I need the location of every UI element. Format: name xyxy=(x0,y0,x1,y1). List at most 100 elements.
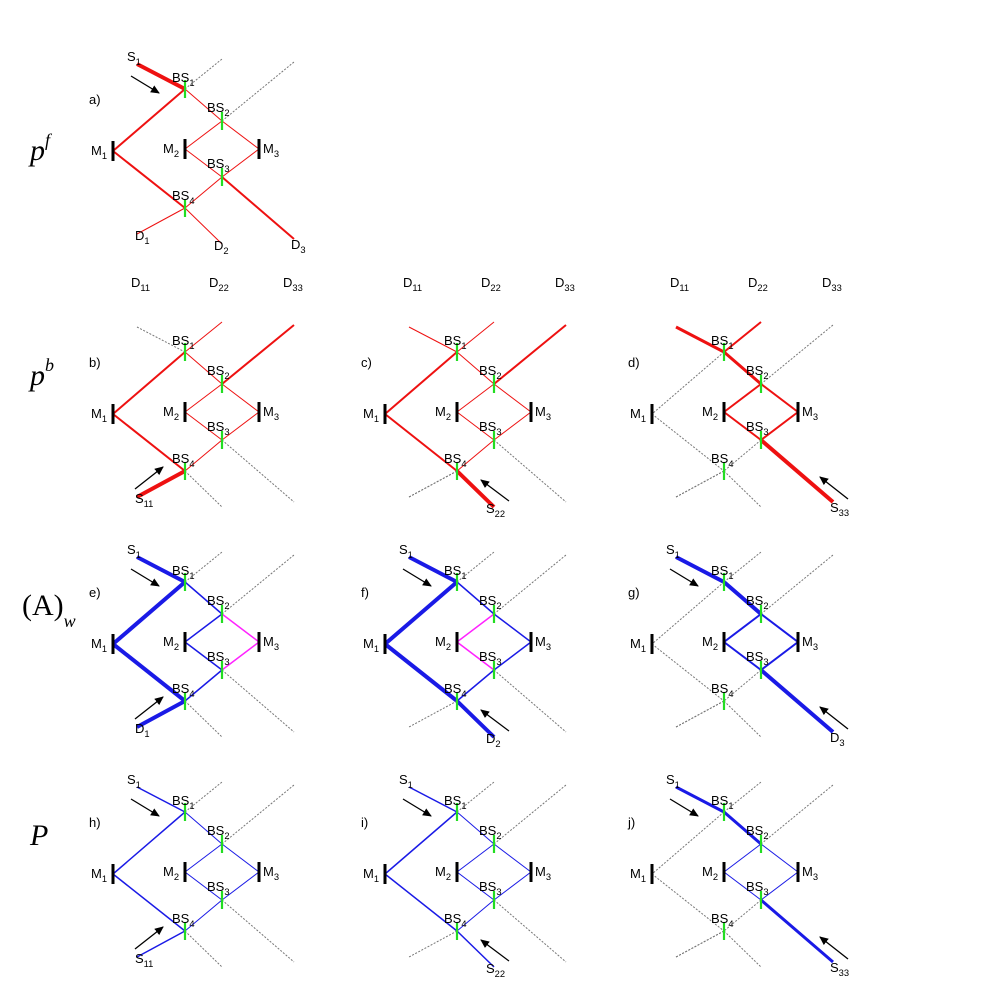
beam-m2b3 xyxy=(456,871,495,901)
beam-d2 xyxy=(184,207,223,245)
row-label-2: pb xyxy=(28,355,54,392)
port-label-s1: S1 xyxy=(127,49,141,67)
label-bs3: BS3 xyxy=(746,649,769,667)
beam-ne2 xyxy=(760,554,834,615)
beam-b2m2 xyxy=(184,383,223,413)
beam-b1m1 xyxy=(384,351,458,415)
label-bs4: BS4 xyxy=(172,681,195,699)
input-arrow xyxy=(480,479,510,502)
beam-b1m1 xyxy=(384,811,458,875)
beam-ne2 xyxy=(493,324,567,385)
beam-b2m3 xyxy=(221,120,260,150)
label-m2: M2 xyxy=(702,404,718,422)
beam-b2m2 xyxy=(184,120,223,150)
beam-b2m2 xyxy=(723,613,762,643)
beam-b3b4 xyxy=(184,669,223,702)
input-arrow xyxy=(402,568,432,587)
beam-ne2 xyxy=(760,784,834,845)
beam-b1b2 xyxy=(722,580,763,616)
beam-b2m2 xyxy=(184,613,223,643)
beam-d1 xyxy=(675,930,725,958)
beam-m3b3 xyxy=(221,148,260,178)
beam-b3d3 xyxy=(759,438,835,504)
label-bs2: BS2 xyxy=(207,100,230,118)
input-arrow xyxy=(819,936,849,960)
port-label-d33: D33 xyxy=(822,275,842,293)
label-bs1: BS1 xyxy=(172,70,195,88)
beam-b1m1 xyxy=(651,581,725,645)
beam-s1 xyxy=(408,786,458,813)
beam-s2 xyxy=(136,699,186,729)
input-arrow xyxy=(669,568,699,587)
beam-m1b4 xyxy=(112,413,186,472)
label-bs2: BS2 xyxy=(207,363,230,381)
beam-b3d3 xyxy=(493,899,567,963)
beam-b3b4 xyxy=(723,899,762,932)
beam-ne2 xyxy=(760,324,834,385)
beam-b3b4 xyxy=(456,899,495,932)
input-arrow xyxy=(480,709,510,732)
label-bs3: BS3 xyxy=(746,879,769,897)
label-m1: M1 xyxy=(91,143,107,161)
beam-b3b4 xyxy=(184,176,223,209)
beam-ne2 xyxy=(221,554,295,615)
label-bs2: BS2 xyxy=(479,823,502,841)
beam-b2m2 xyxy=(456,843,495,873)
port-label-s33: S33 xyxy=(830,500,849,518)
label-m3: M3 xyxy=(802,634,818,652)
panel-label: j) xyxy=(627,815,635,830)
label-bs1: BS1 xyxy=(172,793,195,811)
beam-b2m3 xyxy=(760,613,799,643)
beam-m3b3 xyxy=(221,641,260,671)
label-bs4: BS4 xyxy=(444,451,467,469)
beam-m1b4 xyxy=(651,643,725,702)
beam-m3b3 xyxy=(760,411,799,441)
panel-label: i) xyxy=(361,815,368,830)
input-arrow xyxy=(134,696,164,720)
label-bs1: BS1 xyxy=(172,563,195,581)
beam-b1b2 xyxy=(456,581,495,615)
beam-b3d3 xyxy=(221,669,295,733)
panel-label: e) xyxy=(89,585,101,600)
label-m3: M3 xyxy=(535,864,551,882)
beam-b1b2 xyxy=(184,351,223,385)
beam-ne1 xyxy=(184,321,223,353)
label-bs2: BS2 xyxy=(479,363,502,381)
beam-b1m1 xyxy=(651,351,725,415)
beam-ne2 xyxy=(221,61,295,122)
beam-s1 xyxy=(675,555,725,584)
panel-label: d) xyxy=(628,355,640,370)
beam-m2b3 xyxy=(723,871,762,901)
beam-m1b4 xyxy=(384,413,458,472)
beam-b2m3 xyxy=(760,383,799,413)
beam-m2b3 xyxy=(184,871,223,901)
label-m1: M1 xyxy=(363,636,379,654)
label-bs3: BS3 xyxy=(207,649,230,667)
beam-m1b4 xyxy=(112,150,186,209)
port-label-d33: D33 xyxy=(555,275,575,293)
beam-m2b3 xyxy=(184,411,223,441)
port-label-s1: S1 xyxy=(127,772,141,790)
beam-b2m2 xyxy=(184,843,223,873)
port-label-d1: D1 xyxy=(135,228,150,246)
input-arrow xyxy=(130,568,160,587)
beam-d2 xyxy=(723,930,762,968)
beam-d1 xyxy=(408,930,458,958)
label-bs2: BS2 xyxy=(479,593,502,611)
port-label-s22: S22 xyxy=(486,501,505,519)
beam-d1 xyxy=(675,470,725,498)
label-bs4: BS4 xyxy=(172,451,195,469)
beam-m2b3 xyxy=(456,411,495,441)
row-label-3: (A)w xyxy=(22,589,76,631)
beam-b3d3 xyxy=(760,898,834,964)
label-bs2: BS2 xyxy=(746,363,769,381)
beam-b2m2 xyxy=(723,383,762,413)
port-label-d22: D22 xyxy=(748,275,768,293)
row-label-4: P xyxy=(29,819,48,852)
beam-s1 xyxy=(675,785,725,814)
label-bs1: BS1 xyxy=(444,793,467,811)
